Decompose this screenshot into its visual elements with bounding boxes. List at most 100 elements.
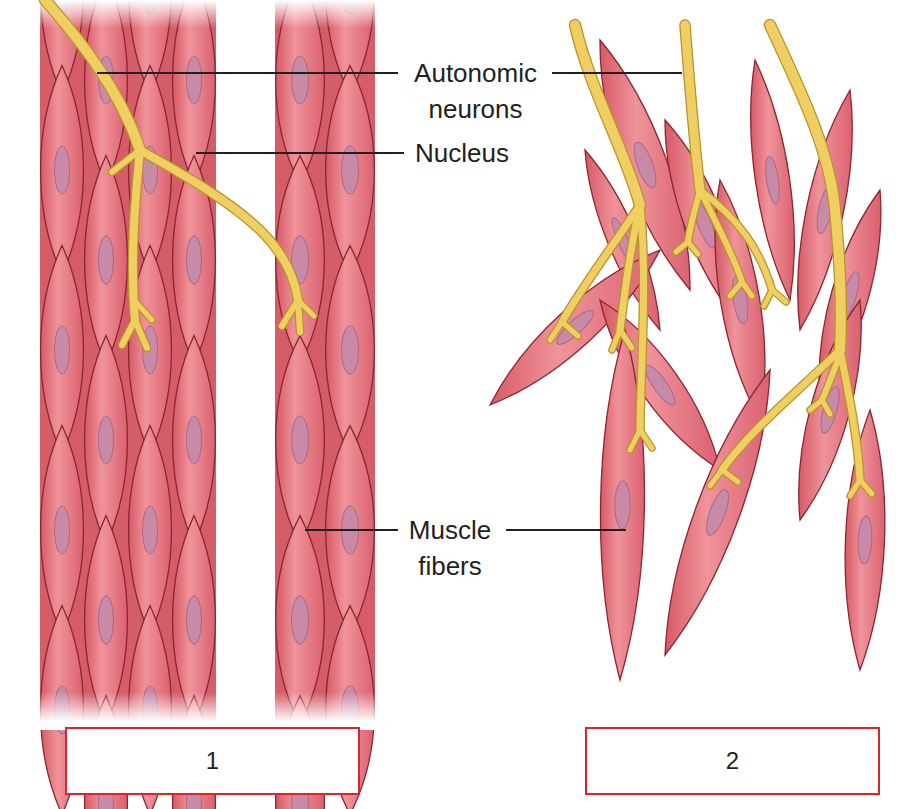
neuron-outline: [840, 350, 860, 480]
muscle-fiber: [326, 246, 375, 455]
part-label: Autonomic neurons: [388, 55, 563, 127]
neuron-outline: [135, 320, 147, 348]
neuron-fiber: [45, 0, 140, 150]
multi-unit-fibers: [490, 40, 885, 680]
cell-nucleus: [857, 516, 872, 564]
muscle-fiber: [665, 370, 770, 655]
neuron-fiber: [742, 282, 752, 296]
neuron-fiber: [134, 300, 152, 320]
neuron-fiber: [135, 320, 147, 348]
label-text: Muscle fibers: [409, 515, 491, 581]
neuron-fiber: [688, 242, 698, 254]
leader-line: [97, 72, 398, 74]
panel-number-box: 2: [585, 727, 880, 795]
panel-number-box: 1: [65, 727, 360, 795]
neuron-fiber: [122, 320, 135, 345]
neuron-fiber: [550, 322, 562, 340]
neuron-outline: [688, 242, 698, 254]
neuron-outline: [772, 290, 786, 302]
neuron-fiber: [612, 330, 620, 350]
neuron-outline: [764, 290, 772, 306]
cell-nucleus: [702, 487, 733, 537]
muscle-fiber: [41, 66, 84, 275]
muscle-fiber: [276, 336, 325, 545]
neuron-outline: [620, 330, 632, 348]
cell-nucleus: [99, 416, 114, 464]
cell-nucleus: [342, 326, 359, 374]
neuron-outline: [710, 470, 722, 486]
neuron-fiber: [562, 322, 578, 336]
neuron-fiber: [640, 205, 644, 430]
neuron-outline: [140, 150, 298, 300]
neuron-outline: [822, 400, 830, 414]
neuron-outline: [850, 480, 860, 496]
neuron-outline: [685, 25, 700, 190]
neuron-fiber: [630, 430, 640, 450]
neuron-fiber: [770, 25, 841, 350]
leader-line: [506, 529, 626, 531]
neuron-fiber: [685, 25, 700, 190]
cell-nucleus: [615, 481, 631, 529]
cell-nucleus: [292, 56, 309, 104]
neuron-outline: [122, 320, 135, 345]
callout-number: 2: [726, 747, 739, 775]
cell-nucleus: [55, 146, 70, 194]
neuron-outline: [742, 282, 752, 296]
neuron-fiber: [620, 205, 640, 330]
callout-number: 1: [206, 747, 219, 775]
neuron-outline: [630, 430, 640, 450]
neuron-fiber: [640, 430, 652, 448]
neuron-fiber: [822, 360, 838, 400]
neuron-fiber: [730, 282, 742, 296]
muscle-fiber: [129, 426, 172, 635]
muscle-fiber: [326, 66, 375, 275]
neuron-fiber: [575, 25, 640, 205]
neuron-fiber: [710, 470, 722, 486]
muscle-fiber: [85, 156, 128, 365]
neuron-fiber: [722, 350, 840, 470]
leader-line: [196, 152, 404, 154]
leader-line: [305, 529, 398, 531]
neuron-fiber: [298, 300, 314, 316]
cell-nucleus: [55, 506, 70, 554]
neuron-fiber: [840, 350, 860, 480]
cell-nucleus: [763, 155, 782, 204]
cell-nucleus: [292, 596, 309, 644]
neuron-outline: [730, 282, 742, 296]
neuron-outline: [688, 190, 700, 242]
cell-nucleus: [143, 506, 158, 554]
cell-nucleus: [187, 236, 202, 284]
neuron-fiber: [860, 480, 872, 494]
autonomic-neurons: [45, 0, 872, 496]
muscle-fiber: [845, 410, 885, 670]
cell-nucleus: [99, 236, 114, 284]
neuron-outline: [575, 25, 640, 205]
neuron-fiber: [850, 480, 860, 496]
muscle-fiber: [41, 246, 84, 455]
cell-nucleus: [187, 416, 202, 464]
muscle-fiber: [751, 60, 795, 300]
neuron-outline: [612, 330, 620, 350]
neuron-outline: [700, 190, 772, 290]
neuron-outline: [640, 205, 644, 430]
neuron-outline: [640, 430, 652, 448]
muscle-fiber: [41, 426, 84, 635]
neuron-outline: [133, 150, 140, 320]
neuron-fiber: [688, 190, 700, 242]
muscle-fiber: [715, 180, 765, 420]
cell-nucleus: [292, 416, 309, 464]
label-text: Autonomic neurons: [414, 58, 537, 124]
neuron-fiber: [112, 150, 140, 172]
muscle-fiber: [173, 336, 216, 545]
cell-nucleus: [187, 56, 202, 104]
label-text: Nucleus: [415, 138, 509, 168]
single-unit-fibers: [40, 0, 375, 809]
neuron-outline: [722, 470, 738, 482]
neuron-fiber: [764, 290, 772, 306]
neuron-outline: [722, 350, 840, 470]
cell-nucleus: [187, 596, 202, 644]
part-label: Muscle fibers: [395, 512, 505, 584]
neuron-fiber: [620, 330, 632, 348]
neuron-outline: [860, 480, 872, 494]
neuron-fiber: [722, 470, 738, 482]
